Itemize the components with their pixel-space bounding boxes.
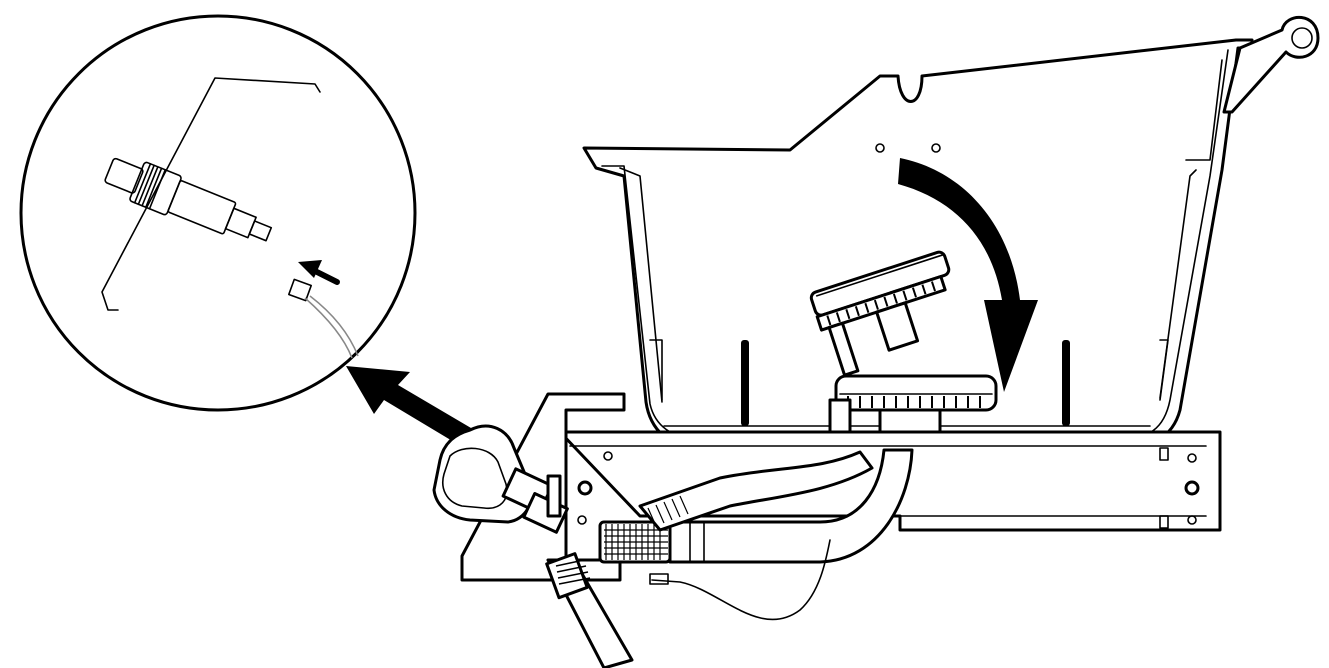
gas-hose xyxy=(545,448,914,668)
detail-magnifier-circle xyxy=(19,14,417,412)
callout-arrow xyxy=(346,366,488,454)
push-arrow xyxy=(298,260,340,285)
burner-assembly xyxy=(809,250,998,446)
rotation-arrow xyxy=(898,158,1038,392)
detail-magnifier xyxy=(19,14,417,412)
igniter-body xyxy=(104,157,273,242)
control-knob xyxy=(432,424,569,534)
igniter-wire-connector xyxy=(288,278,359,359)
